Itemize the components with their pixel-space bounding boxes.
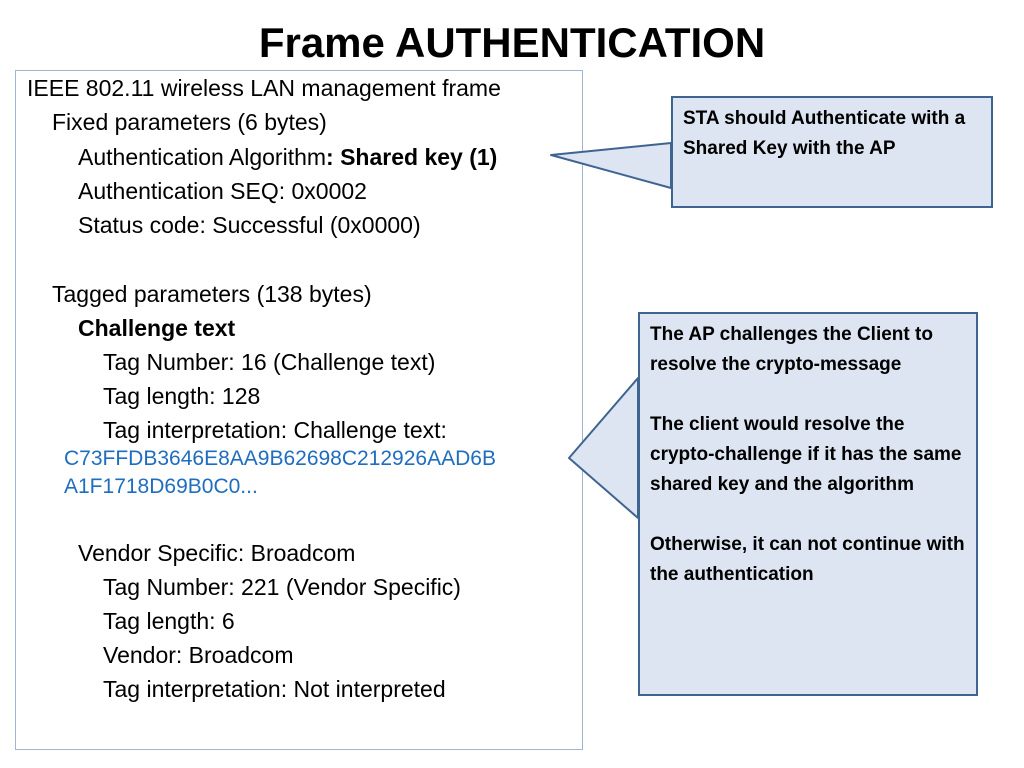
challenge-hex-line-1: C73FFDB3646E8AA9B62698C212926AAD6B [64,447,496,470]
shared-key-callout: STA should Authenticate with a Shared Ke… [671,96,993,208]
frame-header: IEEE 802.11 wireless LAN management fram… [27,75,501,101]
challenge-callout: The AP challenges the Client to resolve … [638,312,978,696]
vendor-name: Vendor: Broadcom [103,642,294,668]
status-code: Status code: Successful (0x0000) [78,212,421,238]
shared-key-callout-text: STA should Authenticate with a Shared Ke… [683,108,966,159]
tag-number-vendor: Tag Number: 221 (Vendor Specific) [103,574,461,600]
tagged-parameters-heading: Tagged parameters (138 bytes) [52,281,372,307]
authentication-seq: Authentication SEQ: 0x0002 [78,178,367,204]
challenge-callout-paragraph-2: The client would resolve the crypto-chal… [650,414,962,495]
tag-number-challenge: Tag Number: 16 (Challenge text) [103,349,436,375]
challenge-hex-line-2: A1F1718D69B0C0... [64,475,258,498]
authentication-algorithm-value: : Shared key (1) [326,144,498,170]
authentication-algorithm-line: Authentication Algorithm: Shared key (1) [78,142,497,172]
fixed-parameters-heading: Fixed parameters (6 bytes) [52,109,327,135]
vendor-specific-heading: Vendor Specific: Broadcom [78,540,356,566]
tag-interpretation-challenge: Tag interpretation: Challenge text: [103,417,447,443]
authentication-algorithm-label: Authentication Algorithm [78,144,327,170]
challenge-callout-paragraph-3: Otherwise, it can not continue with the … [650,534,965,585]
frame-details-box [15,70,583,750]
tag-interpretation-vendor: Tag interpretation: Not interpreted [103,676,446,702]
tag-length-vendor: Tag length: 6 [103,608,235,634]
tag-length-challenge: Tag length: 128 [103,383,261,409]
challenge-callout-paragraph-1: The AP challenges the Client to resolve … [650,324,933,375]
challenge-text-heading: Challenge text [78,315,236,341]
slide-title: Frame AUTHENTICATION [258,19,766,66]
